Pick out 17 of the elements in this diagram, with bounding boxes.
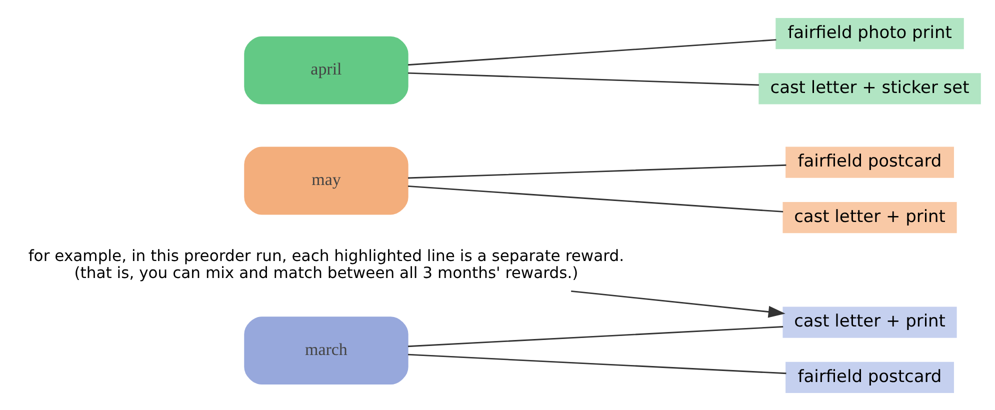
connector — [408, 164, 786, 178]
node-box: fairfield postcard — [786, 361, 954, 393]
node-box: march — [244, 316, 408, 384]
connector — [408, 326, 784, 347]
node-box: cast letter + print — [782, 306, 957, 338]
node-text: for example, in this preorder run, each highlighted line is a separate reward. (that is, you can mix and match between all 3 months' rewards.) — [28, 246, 624, 282]
node-box: april — [244, 36, 408, 104]
connector — [408, 353, 786, 374]
connector — [408, 38, 776, 66]
node-box: fairfield photo print — [776, 17, 964, 49]
connector — [408, 72, 759, 86]
node-box: cast letter + print — [782, 201, 957, 233]
arrow — [571, 290, 786, 318]
node-box: fairfield postcard — [786, 146, 954, 178]
connector — [408, 184, 784, 212]
node-box: cast letter + sticker set — [758, 72, 981, 104]
node-box: may — [244, 146, 408, 214]
